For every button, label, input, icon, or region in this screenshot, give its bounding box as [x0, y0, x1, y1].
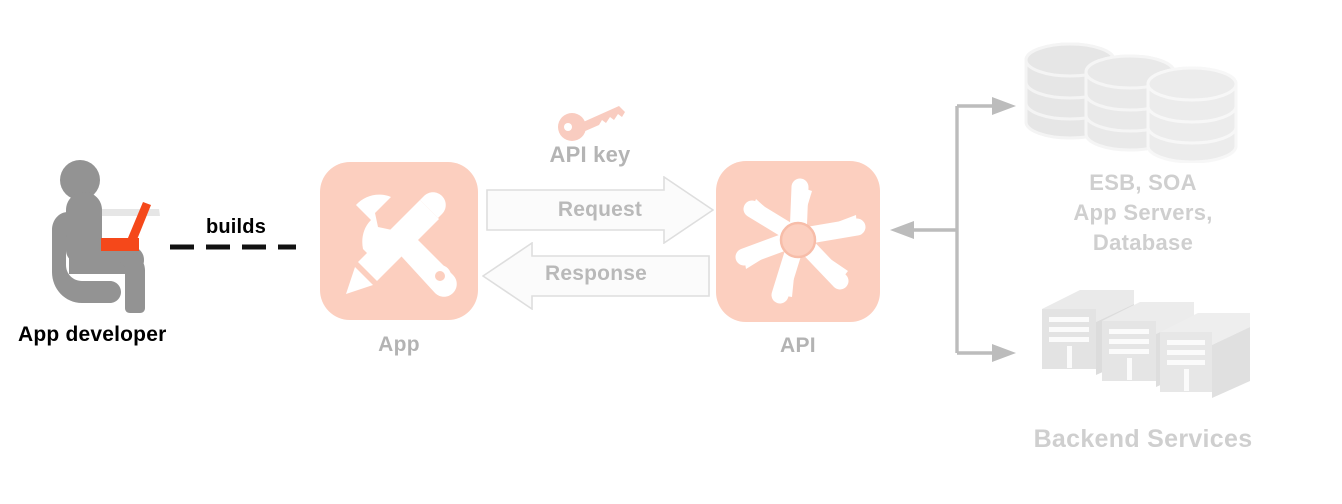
esb-label-line-3: Database [1092, 230, 1194, 255]
request-label: Request [557, 198, 643, 221]
app-developer-label: App developer [18, 323, 167, 346]
left-block-arrow-icon [481, 241, 710, 311]
database-stack-icon [1020, 38, 1260, 164]
dashed-connector-icon [168, 240, 308, 254]
backend-services-label: Backend Services [1033, 425, 1253, 453]
esb-label-line-2: App Servers, [1073, 200, 1213, 225]
branching-arrow-connector-icon [886, 95, 1026, 365]
api-key-label: API key [549, 142, 631, 167]
seated-developer-with-laptop-icon [38, 158, 178, 313]
app-tile-label: App [378, 333, 420, 356]
esb-label-line-1: ESB, SOA [1089, 170, 1197, 195]
server-rack-icon [1022, 282, 1262, 404]
response-label: Response [545, 262, 647, 285]
right-block-arrow-icon [486, 175, 715, 245]
wrench-and-pencil-icon [320, 162, 478, 320]
key-icon [556, 100, 626, 142]
builds-label: builds [205, 216, 267, 238]
api-tile-label: API [780, 334, 816, 357]
api-star-burst-icon [716, 161, 880, 322]
esb-soa-label: ESB, SOA App Servers, Database [1000, 168, 1286, 258]
